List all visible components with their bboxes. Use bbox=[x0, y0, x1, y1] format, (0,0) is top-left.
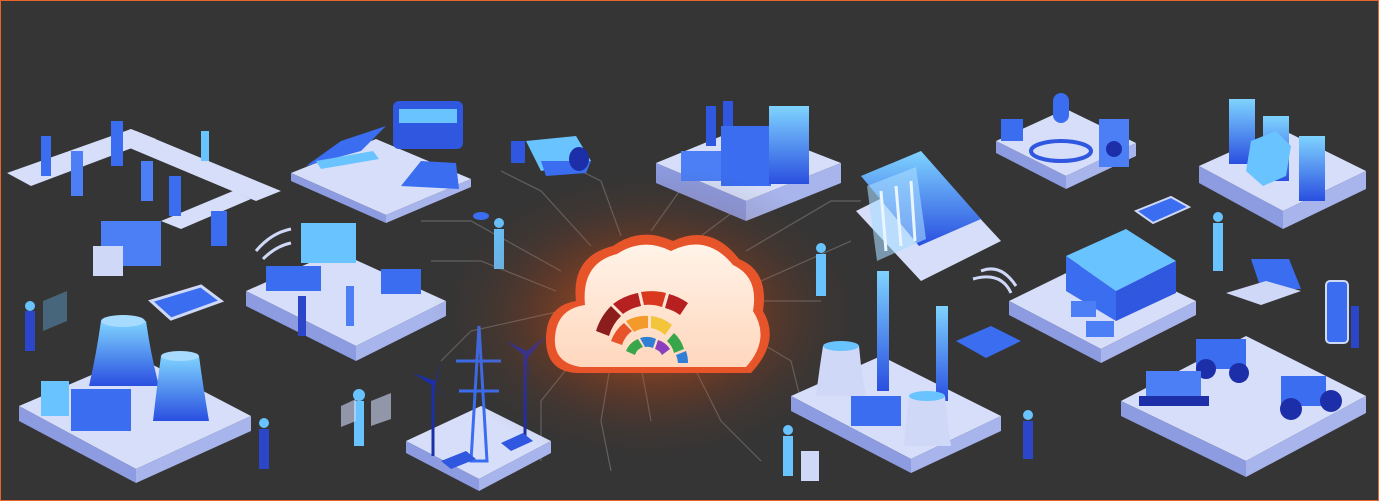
person-icon-3 bbox=[783, 410, 1033, 481]
wifi-icon bbox=[254, 227, 1018, 294]
person-hologram-icon bbox=[25, 291, 67, 351]
server-security-icon bbox=[1199, 99, 1366, 229]
dam-icon bbox=[856, 151, 1001, 281]
cloud-logo-icon bbox=[546, 234, 770, 373]
person-icon-2 bbox=[816, 243, 826, 296]
person-hologram-icon-2 bbox=[259, 389, 391, 469]
cctv-camera-icon bbox=[511, 136, 591, 176]
router-icon bbox=[956, 326, 1021, 358]
phone-person-icon bbox=[1325, 280, 1359, 348]
laptop-icon bbox=[1213, 212, 1301, 305]
tablet-icon bbox=[148, 284, 225, 321]
power-plant-icon bbox=[19, 315, 251, 483]
phone-icon bbox=[1133, 195, 1192, 225]
smart-speaker-icon bbox=[996, 93, 1136, 189]
vehicles-icon bbox=[291, 101, 471, 223]
warehouse-icon bbox=[1009, 229, 1196, 363]
office-lab-icon bbox=[246, 223, 446, 361]
construction-machinery-icon bbox=[1121, 336, 1366, 477]
chimney-plant-icon bbox=[791, 271, 1001, 473]
robotic-assembly-icon bbox=[7, 121, 281, 276]
